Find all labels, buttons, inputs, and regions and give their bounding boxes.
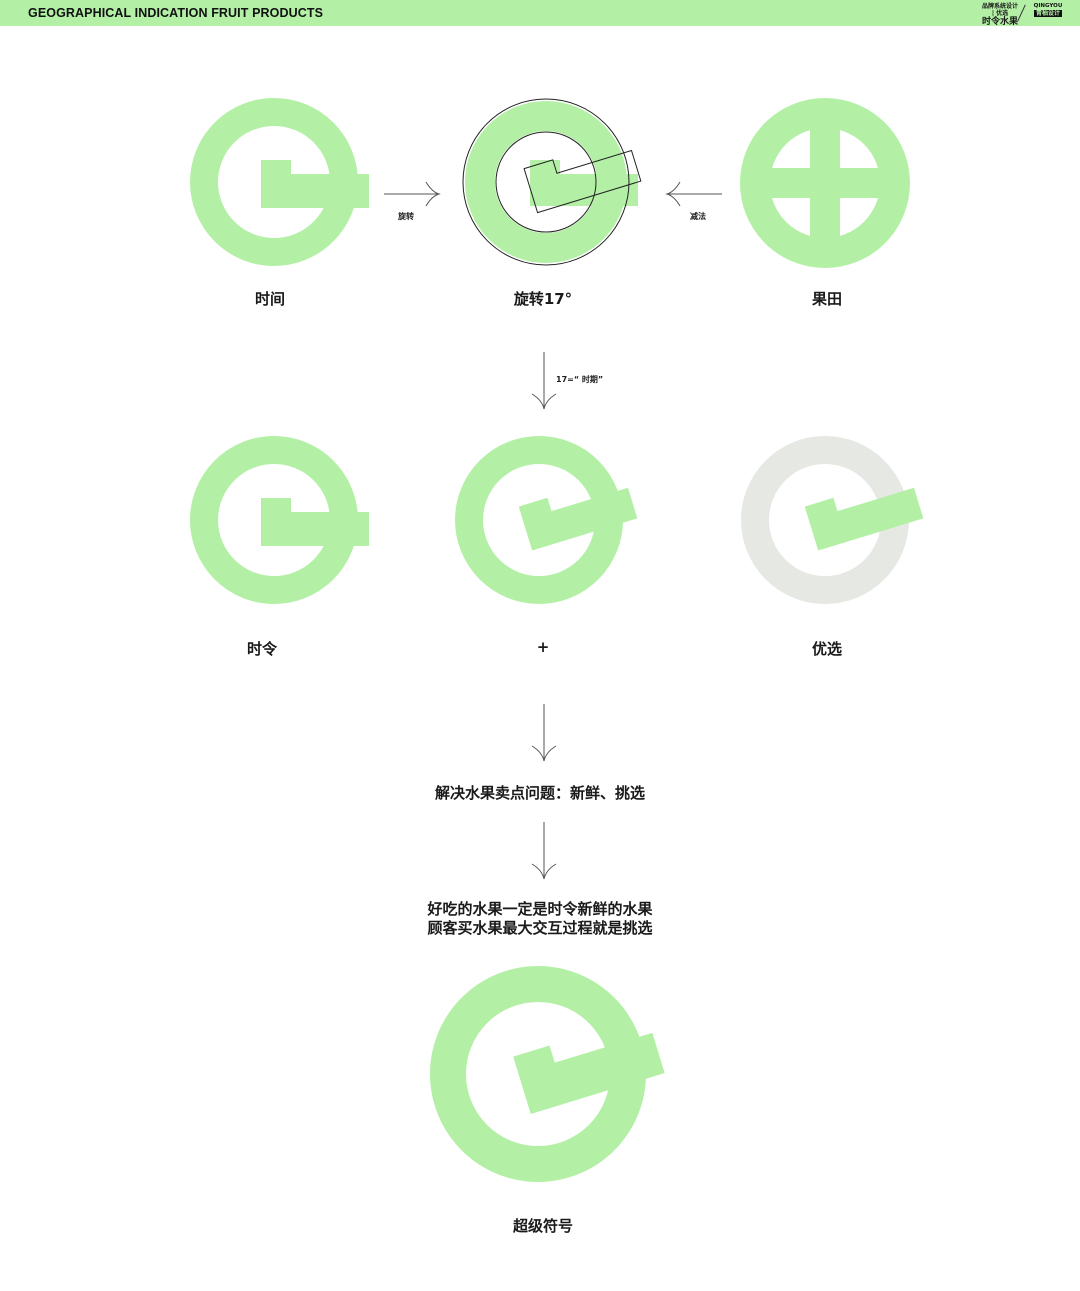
label-plus: +: [536, 638, 550, 656]
insight-line-2: 顾客买水果最大交互过程就是挑选: [427, 919, 653, 937]
super-symbol: [430, 966, 665, 1182]
brand-logo-left: 品牌系统设计 | 优选 时令水果: [980, 3, 1020, 27]
brand-right-en: QINGYOU: [1033, 3, 1063, 9]
down-arrow-3: [531, 822, 557, 880]
rotate-outer-outline: [462, 98, 630, 266]
selection-hand: [804, 487, 924, 551]
arrow-rotate: [384, 181, 441, 207]
rotate-inner-outline: [495, 131, 597, 233]
page-title: GEOGRAPHICAL INDICATION FRUIT PRODUCTS: [28, 6, 324, 20]
brand-left-top: 品牌系统设计 | 优选: [981, 3, 1018, 17]
brand-right-cn: 青柚设计: [1033, 10, 1062, 17]
time-hand: [261, 160, 369, 208]
arrow-rotate-label: 旋转: [398, 212, 414, 221]
label-super-symbol: 超级符号: [512, 1217, 573, 1235]
label-field: 果田: [811, 290, 842, 308]
period-note: 17=“ 时期”: [556, 375, 604, 384]
label-season: 时令: [246, 640, 277, 658]
brand-left-mark: 时令水果: [981, 17, 1018, 27]
arrow-subtract-label: 减法: [690, 212, 706, 221]
rotate-17-symbol: [462, 98, 642, 266]
header-bar: GEOGRAPHICAL INDICATION FRUIT PRODUCTS 品…: [0, 0, 1080, 27]
down-arrow-1: [531, 352, 557, 410]
insight-line-1: 好吃的水果一定是时令新鲜的水果: [427, 900, 653, 918]
field-horizontal-bar: [750, 168, 900, 198]
label-selection: 优选: [811, 640, 842, 658]
problem-statement: 解决水果卖点问题：新鲜、挑选: [434, 784, 645, 802]
super-symbol-hand: [513, 1032, 665, 1114]
insight-text: 好吃的水果一定是时令新鲜的水果 顾客买水果最大交互过程就是挑选: [340, 900, 740, 938]
down-arrow-2: [531, 704, 557, 762]
arrow-subtract: [665, 181, 722, 207]
label-time: 时间: [254, 290, 285, 308]
combined-symbol: [455, 436, 638, 604]
brand-logo-right: QINGYOU 青柚设计: [1030, 3, 1066, 23]
label-rotate: 旋转17°: [513, 290, 573, 308]
field-symbol: [740, 98, 910, 268]
time-symbol: [190, 98, 369, 266]
selection-symbol: [741, 436, 924, 604]
rotated-hand-outline: [523, 149, 642, 214]
season-symbol: [190, 436, 369, 604]
combined-hand: [518, 487, 638, 551]
rotate-hand-fill: [530, 160, 638, 206]
season-hand: [261, 498, 369, 546]
